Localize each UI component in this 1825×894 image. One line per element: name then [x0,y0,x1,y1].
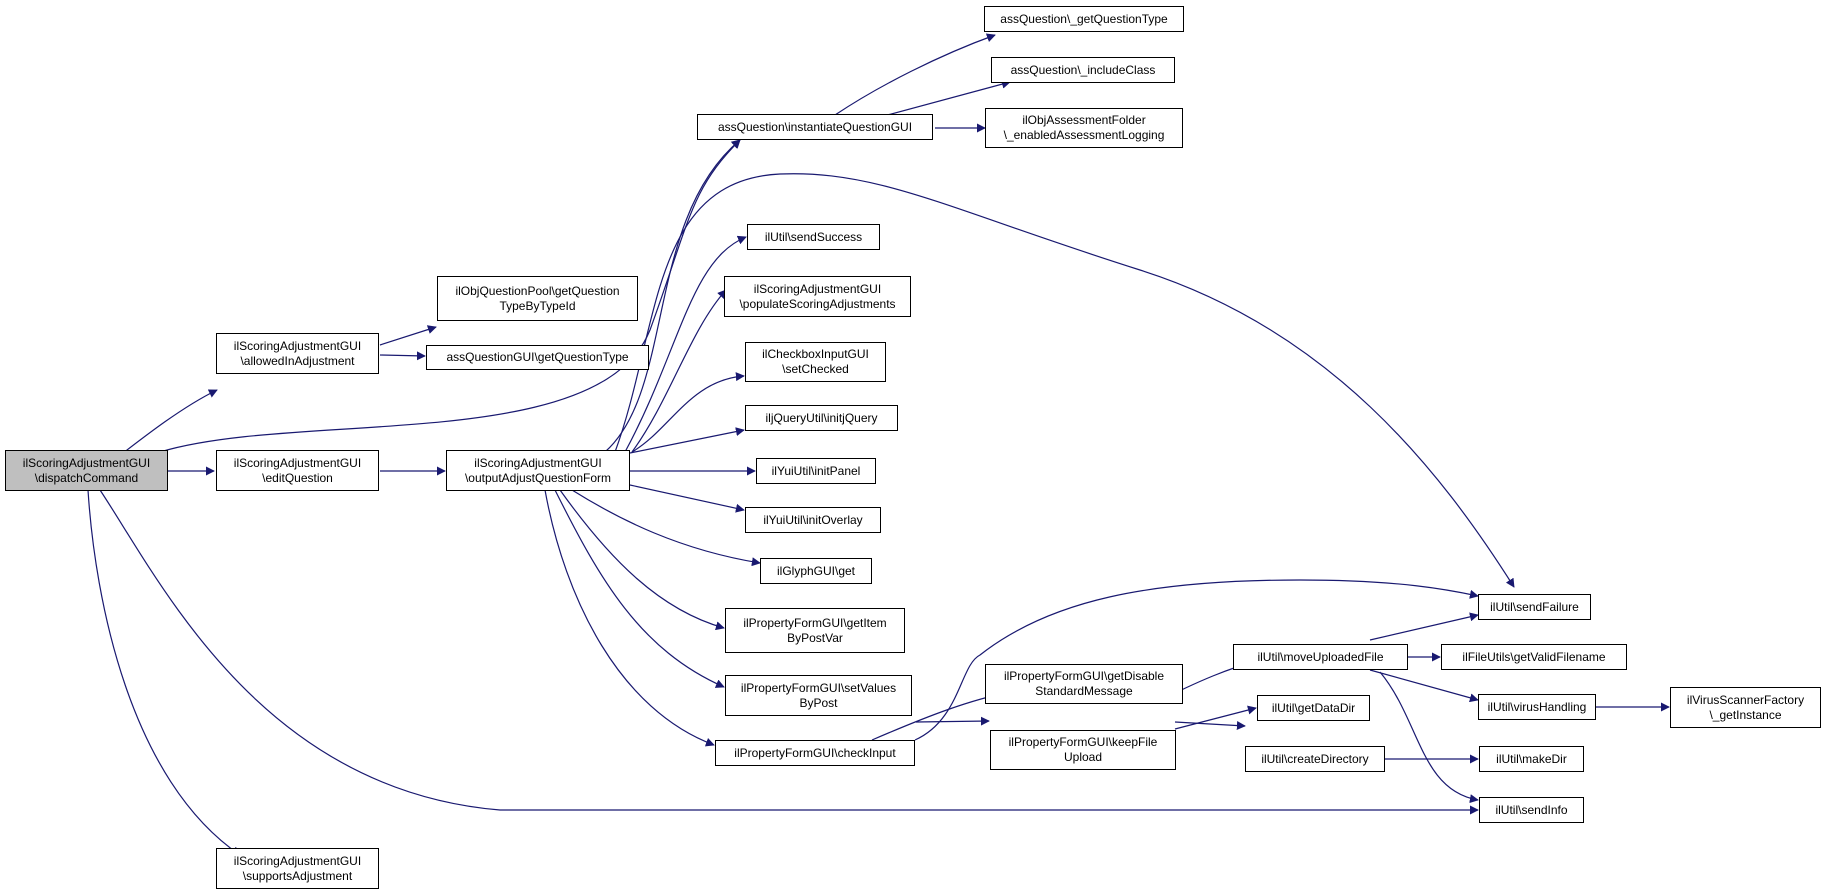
node-checkbox-set-checked[interactable]: ilCheckboxInputGUI \setChecked [745,342,886,382]
node-allowed-in-adjustment[interactable]: ilScoringAdjustmentGUI \allowedInAdjustm… [216,333,379,374]
edge-instantiate-include [879,79,1011,118]
node-get-disable-standard-message[interactable]: ilPropertyFormGUI\getDisable StandardMes… [985,664,1183,704]
node-get-item-by-post-var[interactable]: ilPropertyFormGUI\getItem ByPostVar [725,608,905,653]
edge-move-virus [1369,669,1479,703]
node-get-question-type-by-type-id[interactable]: ilObjQuestionPool\getQuestion TypeByType… [437,276,638,321]
edge-dispatch-supports [87,489,241,856]
edge-output-populate [631,289,727,453]
edge-output-sendsuccess [624,235,747,453]
node-init-jquery[interactable]: iljQueryUtil\initjQuery [745,405,898,431]
node-ass-question-get-question-type[interactable]: assQuestion\_getQuestionType [984,6,1184,32]
node-send-failure[interactable]: ilUtil\sendFailure [1478,594,1591,620]
node-init-panel[interactable]: ilYuiUtil\initPanel [756,458,876,484]
node-get-valid-filename[interactable]: ilFileUtils\getValidFilename [1441,644,1627,670]
edge-output-checkinput [544,489,715,747]
edge-output-getitem [559,489,725,631]
edge-dispatch-sendinfo [99,489,1479,815]
edge-dispatch-instantiate [159,139,741,453]
node-edit-question[interactable]: ilScoringAdjustmentGUI \editQuestion [216,450,379,491]
edge-allowed-guigettype [379,351,426,361]
edge-output-setchecked [631,372,745,453]
edge-keepfile-createdir [1174,721,1246,731]
node-send-success[interactable]: ilUtil\sendSuccess [747,224,880,250]
edge-output-instantiate [604,139,741,453]
edge-move-sendfailure [1369,612,1479,641]
edge-output-setvalues [554,489,725,688]
node-enabled-assessment-logging[interactable]: ilObjAssessmentFolder \_enabledAssessmen… [985,108,1183,148]
node-set-values-by-post[interactable]: ilPropertyFormGUI\setValues ByPost [725,675,912,716]
node-supports-adjustment[interactable]: ilScoringAdjustmentGUI \supportsAdjustme… [216,848,379,889]
node-make-dir[interactable]: ilUtil\makeDir [1479,746,1584,772]
node-move-uploaded-file[interactable]: ilUtil\moveUploadedFile [1233,644,1408,670]
edge-keepfile-getdatadir [1174,705,1257,730]
node-keep-file-upload[interactable]: ilPropertyFormGUI\keepFile Upload [990,730,1176,770]
node-populate-scoring-adjustments[interactable]: ilScoringAdjustmentGUI \populateScoringA… [724,276,911,317]
node-virus-scanner-get-instance[interactable]: ilVirusScannerFactory \_getInstance [1670,687,1821,728]
edge-output-glyph [571,489,761,567]
node-glyph-get[interactable]: ilGlyphGUI\get [760,558,872,584]
node-dispatch-command[interactable]: ilScoringAdjustmentGUI \dispatchCommand [5,450,168,491]
edge-move-sendinfo [1379,671,1479,804]
edge-output-sendfailure [614,173,1515,588]
node-output-adjust-question-form[interactable]: ilScoringAdjustmentGUI \outputAdjustQues… [446,450,630,491]
node-check-input[interactable]: ilPropertyFormGUI\checkInput [715,740,915,766]
node-get-data-dir[interactable]: ilUtil\getDataDir [1257,695,1370,721]
node-create-directory[interactable]: ilUtil\createDirectory [1245,746,1385,772]
edge-allowed-gettypebyid [379,325,437,346]
edge-output-initjquery [629,427,745,454]
node-send-info[interactable]: ilUtil\sendInfo [1479,797,1584,823]
node-instantiate-question-gui[interactable]: assQuestion\instantiateQuestionGUI [697,114,933,140]
node-question-gui-get-question-type[interactable]: assQuestionGUI\getQuestionType [426,345,649,370]
node-ass-question-include-class[interactable]: assQuestion\_includeClass [991,57,1175,83]
node-init-overlay[interactable]: ilYuiUtil\initOverlay [745,507,881,533]
edge-checkinput-sendfailure [914,579,1479,741]
edge-instantiate-gettype [834,33,996,116]
edge-checkinput-keepfile [915,716,990,726]
node-virus-handling[interactable]: ilUtil\virusHandling [1478,694,1596,720]
edge-output-initoverlay [629,484,745,513]
